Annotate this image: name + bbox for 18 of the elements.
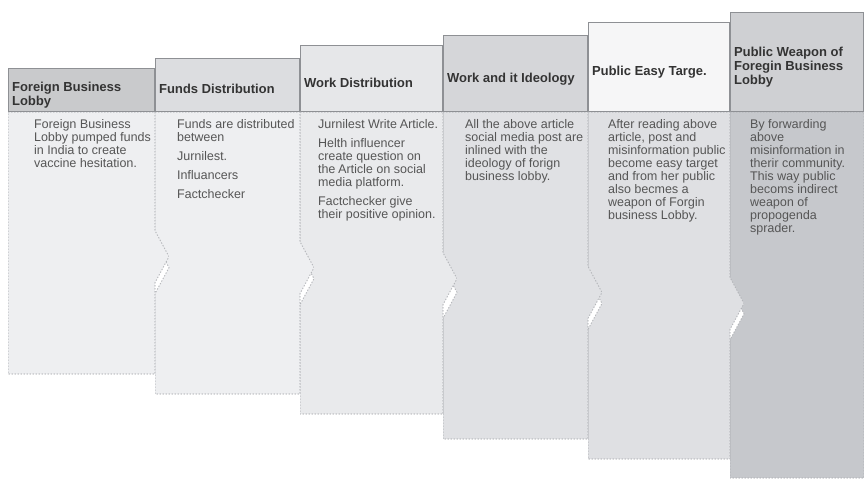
panel-text: After reading above article, post and misinformation public become easy target and from her public also becmes a weapon of Forgin business Lobby. [608, 118, 726, 222]
panel-text: Foreign Business Lobby pumped funds in India to create vaccine hesitation. [34, 118, 151, 170]
panel-text: Jurnilest Write Article. [318, 118, 439, 131]
panel-text: All the above article social media post are inlined with the ideology of forign business lobby. [465, 118, 584, 183]
panel-text: Influancers [177, 169, 240, 182]
panel-heading: Work and it Ideology [447, 70, 576, 84]
panel-text: Helth influencer create question on the Article on social media platform. [318, 137, 427, 189]
panel-text: By forwarding above misinformation in therir community. This way public becoms indirect weapon of propogenda sprader. [750, 118, 846, 235]
step-panel [730, 12, 864, 479]
panel-heading: Foreign Business Lobby [12, 80, 122, 108]
panel-text: Funds are distributed between [177, 118, 296, 144]
panel-text: Factchecker [177, 188, 246, 201]
panel-text: Jurnilest. [177, 150, 228, 163]
panel-heading: Public Easy Targe. [592, 64, 708, 78]
panel-text: Factchecker give their positive opinion. [318, 195, 436, 221]
panel-heading: Public Weapon of Foregin Business Lobby [734, 45, 844, 87]
panel-heading: Funds Distribution [159, 82, 276, 96]
panel-heading: Work Distribution [304, 76, 414, 90]
